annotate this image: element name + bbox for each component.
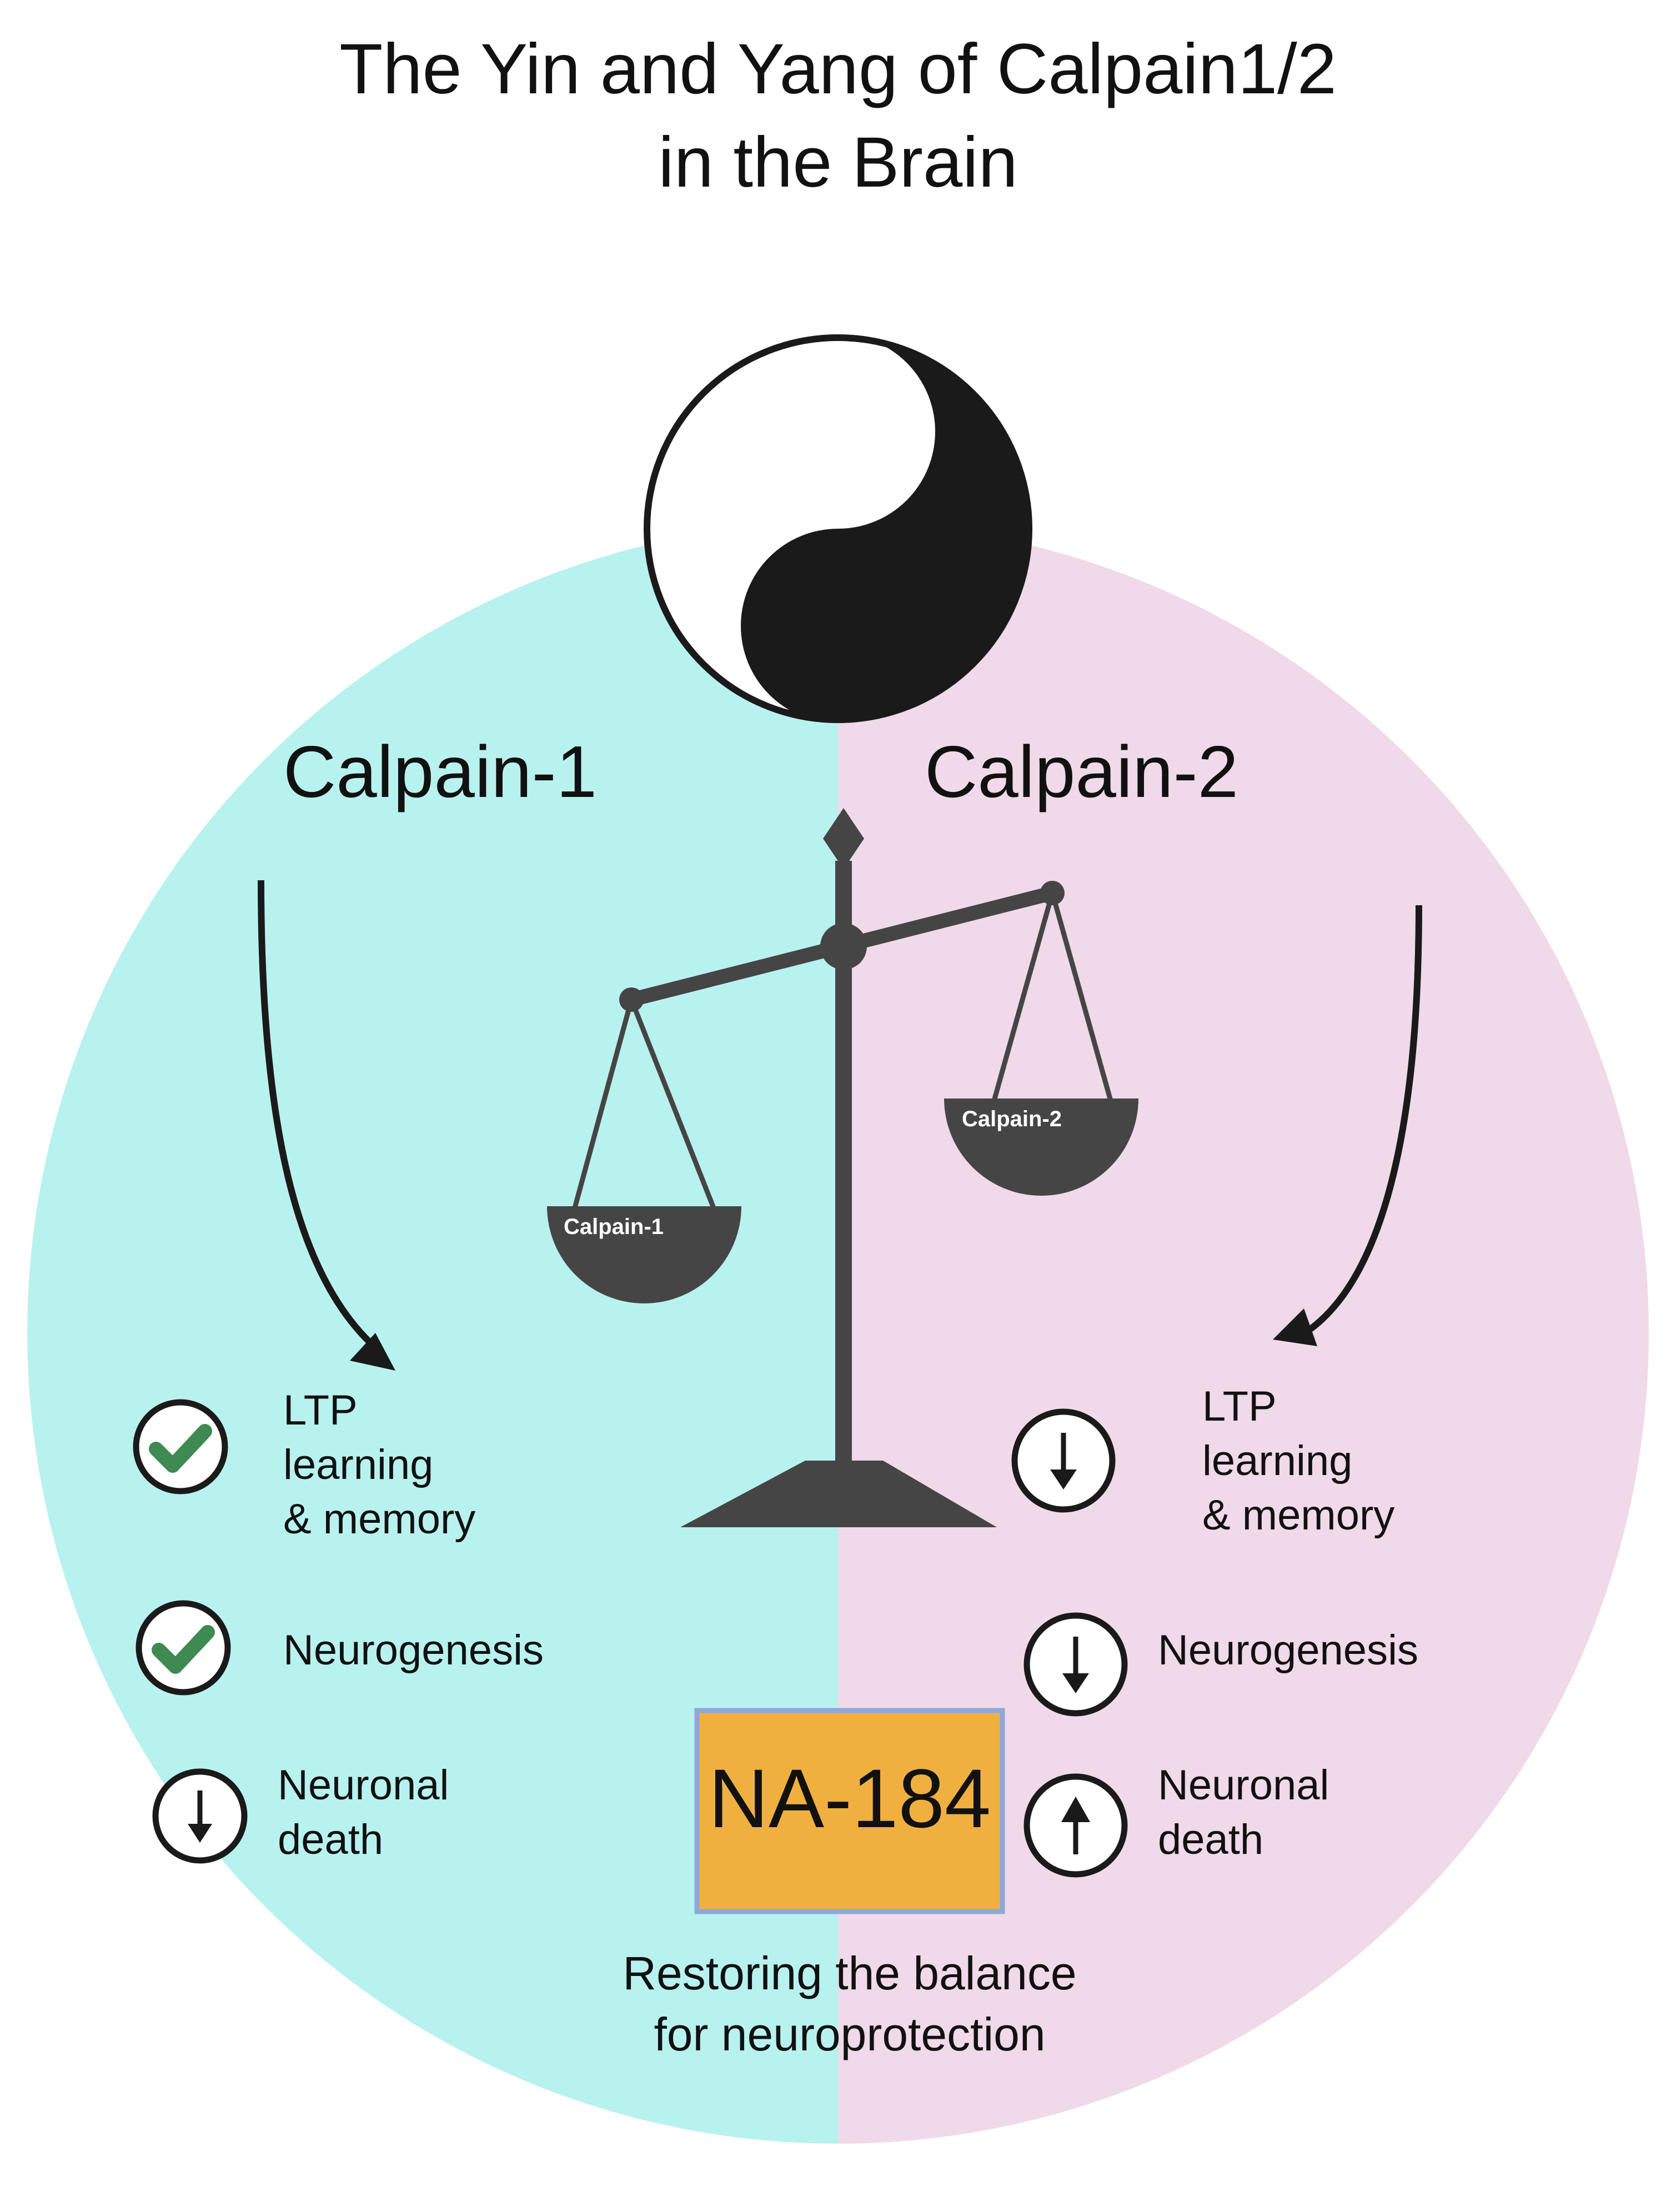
- calpain-1-death-line-2: death: [278, 1816, 383, 1863]
- calpain-1-ltp-line-1: LTP: [283, 1387, 358, 1434]
- calpain-1-arrowhead-icon: [350, 1333, 395, 1371]
- calpain-1-ltp-line-2: learning: [283, 1441, 433, 1488]
- na-184-box: NA-184: [694, 1708, 1005, 1914]
- calpain-2-ltp-line-2: learning: [1202, 1437, 1352, 1484]
- scale-pivot: [820, 923, 867, 970]
- calpain-1-effect-arrow: [258, 880, 380, 1352]
- calpain-1-heading: Calpain-1: [283, 731, 597, 812]
- balance-scale: Calpain-1 Calpain-2: [547, 808, 1138, 1527]
- calpain-2-effects: LTP learning & memory Neurogenesis Neuro…: [1011, 1383, 1418, 1878]
- na-184-label: NA-184: [709, 1752, 991, 1845]
- title-line-2: in the Brain: [658, 123, 1018, 202]
- title-line-1: The Yin and Yang of Calpain1/2: [339, 29, 1337, 109]
- check-icon: [136, 1600, 231, 1696]
- calpain-1-neurogenesis: Neurogenesis: [283, 1627, 544, 1674]
- scale-finial: [823, 808, 864, 869]
- calpain-1-effects: LTP learning & memory Neurogenesis Neuro…: [133, 1387, 544, 1864]
- calpain-2-ltp-line-1: LTP: [1202, 1383, 1277, 1430]
- drug-caption-line-1: Restoring the balance: [623, 1947, 1076, 1999]
- calpain-1-death-line-1: Neuronal: [278, 1762, 449, 1809]
- drug-caption-line-2: for neuroprotection: [654, 2008, 1045, 2060]
- calpain-2-effect-arrow: [1303, 905, 1422, 1336]
- calpain-1-pan: Calpain-1: [547, 999, 741, 1303]
- calpain-2-ltp-line-3: & memory: [1202, 1492, 1394, 1539]
- scale-base: [680, 1461, 997, 1527]
- calpain-2-death-line-1: Neuronal: [1158, 1762, 1329, 1809]
- calpain-2-pan-label: Calpain-2: [962, 1107, 1062, 1131]
- yin-yang-icon: [644, 334, 1032, 723]
- check-icon: [133, 1399, 228, 1494]
- calpain-1-pan-label: Calpain-1: [564, 1215, 664, 1239]
- calpain-2-arrowhead-icon: [1273, 1308, 1317, 1346]
- arrow-up-icon: [1023, 1773, 1128, 1878]
- calpain-2-death-line-2: death: [1158, 1816, 1263, 1863]
- calpain-1-ltp-line-3: & memory: [283, 1496, 475, 1543]
- arrow-down-icon: [1011, 1408, 1116, 1513]
- arrow-down-icon: [1023, 1612, 1128, 1717]
- calpain-2-neurogenesis: Neurogenesis: [1158, 1627, 1418, 1674]
- calpain-2-heading: Calpain-2: [925, 731, 1238, 812]
- arrow-down-icon: [152, 1768, 248, 1864]
- calpain-2-pan: Calpain-2: [944, 892, 1138, 1196]
